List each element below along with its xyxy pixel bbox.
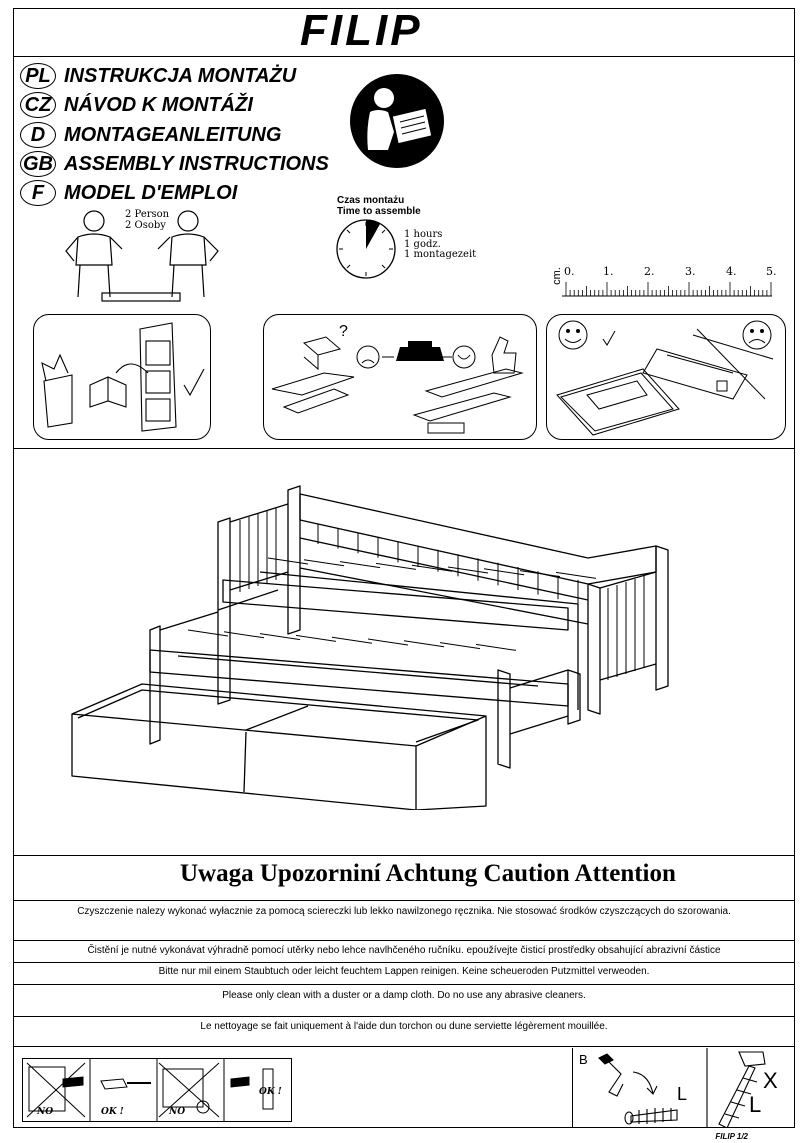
ruler-scale [562, 282, 772, 297]
persons-count-pl: 2 Osoby [125, 220, 166, 231]
hardware-label-l-2: L [749, 1092, 762, 1117]
question-mark-text: ? [339, 323, 348, 340]
persons-count-en: 2 Person [125, 209, 170, 220]
time-montagezeit: 1 montagezeit [404, 249, 477, 260]
language-code: CZ [20, 92, 56, 118]
ruler-tick-4: 4. [726, 265, 737, 278]
keep-instructions-illustration [41, 322, 205, 432]
caution-title: Uwaga Upozorniní Achtung Caution Attenti… [180, 860, 676, 887]
ruler-tick-5: 5. [766, 265, 777, 278]
assembly-time-label-pl: Czas montażu [337, 195, 405, 206]
missing-parts-illustration [271, 336, 524, 434]
tool-usage-illustration [26, 1059, 274, 1121]
tool-label-no-1: NO [37, 1107, 54, 1117]
tool-usage-panel: NO OK ! NO OK ! [22, 1058, 292, 1122]
page-frame [13, 8, 795, 1128]
ruler-tick-2: 2. [644, 265, 655, 278]
language-row-pl: PL INSTRUKCJA MONTAŻU [20, 62, 296, 90]
language-row-gb: GB ASSEMBLY INSTRUCTIONS [20, 150, 329, 178]
daybed-illustration [71, 485, 669, 810]
hardware-label-b: B [579, 1052, 588, 1067]
language-row-d: D MONTAGEANLEITUNG [20, 121, 281, 149]
panel-keep-instructions [33, 314, 211, 440]
read-instructions-icon [350, 74, 444, 168]
language-title: ASSEMBLY INSTRUCTIONS [64, 152, 329, 175]
ruler-tick-3: 3. [685, 265, 696, 278]
caution-top-divider [13, 855, 795, 856]
tool-label-no-2: NO [169, 1107, 186, 1117]
soft-surface-illustration [556, 320, 774, 436]
note-divider [13, 1016, 795, 1017]
tool-label-ok-1: OK ! [101, 1107, 124, 1117]
header-divider [13, 56, 795, 57]
note-divider [13, 940, 795, 941]
language-title: NÁVOD K MONTÁŽI [64, 93, 253, 116]
cleaning-note-cz: Čistění je nutné vykonávat výhradně pomo… [87, 945, 721, 956]
note-divider [13, 984, 795, 985]
illustration-top-divider [13, 448, 795, 449]
cleaning-note-de: Bitte nur mil einem Staubtuch oder leich… [158, 966, 650, 977]
language-title: MONTAGEANLEITUNG [64, 123, 282, 146]
panel-missing-parts: ? [263, 314, 537, 440]
page-footer: FILIP 1/2 [715, 1132, 748, 1141]
assembly-time-label-en: Time to assemble [337, 206, 421, 217]
language-title: MODEL D'EMPLOI [64, 181, 238, 204]
clock-icon [336, 219, 396, 279]
language-row-f: F MODEL D'EMPLOI [20, 179, 237, 207]
cleaning-note-en: Please only clean with a duster or a dam… [222, 990, 586, 1001]
ruler-tick-0: 0. [564, 265, 575, 278]
two-persons-illustration [65, 210, 219, 302]
language-code: D [20, 122, 56, 148]
panel-assemble-on-soft-surface [546, 314, 786, 440]
hardware-label-x: X [763, 1068, 778, 1093]
language-code: PL [20, 63, 56, 89]
time-godz: 1 godz. [404, 239, 441, 250]
language-code: F [20, 180, 56, 206]
ruler-tick-1: 1. [603, 265, 614, 278]
language-code: GB [20, 151, 56, 177]
cleaning-note-fr: Le nettoyage se fait uniquement à l'aide… [200, 1021, 608, 1032]
hardware-label-l-1: L [677, 1084, 688, 1104]
caution-divider [13, 900, 795, 901]
tool-label-ok-2: OK ! [259, 1087, 282, 1097]
cleaning-note-pl: Czyszczenie nalezy wykonać wyłacznie za … [77, 906, 731, 917]
brand-title: FILIP [300, 6, 423, 55]
language-row-cz: CZ NÁVOD K MONTÁŽI [20, 91, 253, 119]
note-divider [13, 962, 795, 963]
hardware-panel: B L X L [572, 1048, 794, 1129]
time-hours: 1 hours [404, 229, 443, 240]
language-title: INSTRUKCJA MONTAŻU [64, 64, 297, 87]
hardware-illustration [598, 1048, 766, 1129]
note-divider [13, 1046, 795, 1047]
